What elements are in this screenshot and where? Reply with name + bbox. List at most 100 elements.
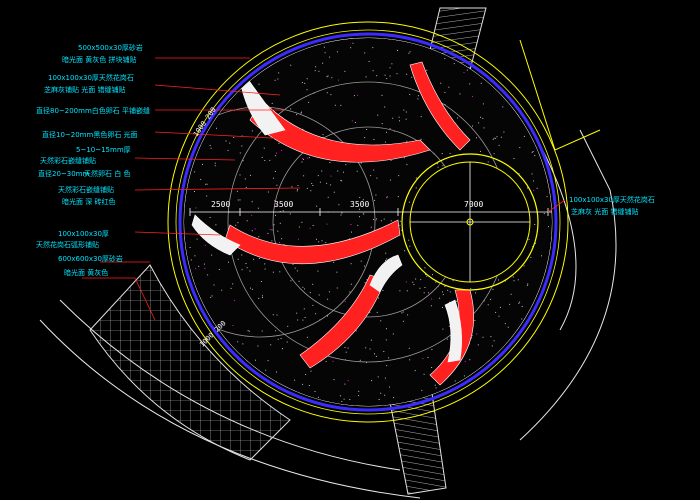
speck — [215, 224, 217, 226]
speck — [241, 269, 243, 271]
speck — [301, 111, 302, 113]
speck — [314, 391, 316, 392]
speck — [206, 195, 208, 197]
speck — [431, 298, 433, 300]
speck — [498, 279, 499, 281]
speck — [306, 336, 308, 338]
speck — [364, 265, 365, 267]
speck — [389, 179, 391, 181]
speck — [528, 238, 530, 240]
speck — [232, 325, 234, 326]
speck — [408, 347, 410, 349]
speck — [354, 122, 356, 123]
speck — [372, 70, 374, 72]
speck — [523, 265, 525, 267]
speck — [306, 89, 308, 91]
speck — [334, 104, 336, 106]
speck — [476, 137, 477, 139]
speck — [272, 271, 274, 273]
speck — [351, 120, 353, 122]
speck — [350, 224, 352, 225]
speck — [317, 270, 319, 272]
speck — [205, 183, 207, 185]
speck — [302, 286, 304, 288]
speck — [371, 380, 373, 382]
speck — [241, 145, 243, 147]
speck — [244, 178, 246, 180]
speck — [228, 261, 229, 263]
annotation-3-line1: 直径10~20mm黑色卵石 光面 — [42, 131, 138, 139]
speck — [305, 374, 307, 375]
speck — [437, 166, 439, 168]
speck — [483, 127, 485, 129]
speck — [276, 152, 277, 154]
speck — [430, 305, 432, 307]
speck — [406, 140, 408, 142]
speck — [480, 116, 482, 118]
speck — [194, 171, 196, 173]
speck — [237, 222, 239, 224]
speck — [444, 286, 446, 287]
speck — [290, 108, 292, 110]
speck — [310, 370, 312, 372]
speck — [326, 76, 328, 78]
speck — [393, 397, 395, 399]
speck — [229, 142, 231, 144]
speck — [498, 315, 500, 317]
speck — [260, 281, 262, 282]
speck — [247, 330, 249, 332]
speck — [374, 199, 376, 201]
speck — [329, 184, 331, 186]
speck — [202, 163, 203, 165]
speck — [195, 268, 197, 270]
speck — [399, 224, 401, 226]
speck — [507, 326, 509, 328]
speck — [380, 392, 382, 394]
annotation-right-line1: 100x100x30厚天然花岗石 — [569, 196, 655, 204]
speck — [471, 334, 473, 336]
speck — [402, 311, 404, 313]
speck — [356, 170, 358, 172]
speck — [271, 240, 273, 242]
speck — [366, 362, 367, 364]
speck — [475, 292, 476, 294]
speck — [218, 269, 220, 270]
speck — [323, 46, 325, 48]
speck — [332, 360, 334, 362]
speck — [341, 180, 343, 182]
speck — [341, 401, 343, 402]
speck — [329, 162, 331, 163]
speck — [425, 273, 426, 275]
yellow-rings — [167, 21, 601, 423]
speck — [513, 158, 515, 159]
speck — [233, 137, 235, 138]
speck — [338, 204, 340, 206]
speck — [434, 384, 436, 386]
speck — [375, 219, 377, 221]
speck — [286, 341, 288, 343]
speck — [405, 281, 407, 283]
speck — [446, 338, 448, 340]
speck — [262, 295, 263, 297]
speck — [327, 196, 329, 198]
speck — [500, 136, 502, 138]
speck — [397, 196, 399, 198]
speck — [531, 173, 533, 175]
speck — [370, 339, 372, 341]
speck — [370, 226, 372, 228]
speck — [472, 95, 473, 97]
speck — [311, 183, 313, 184]
speck — [261, 297, 263, 298]
speck — [294, 379, 296, 381]
speck — [449, 291, 451, 293]
speck — [327, 75, 329, 77]
annotation-8-line2: 暗光面 黄灰色 — [64, 269, 109, 277]
speck — [209, 145, 211, 146]
speck — [336, 271, 338, 273]
speck — [239, 152, 241, 154]
speck — [317, 175, 319, 177]
speck — [277, 78, 279, 80]
speck — [372, 47, 374, 49]
speck — [267, 191, 269, 193]
